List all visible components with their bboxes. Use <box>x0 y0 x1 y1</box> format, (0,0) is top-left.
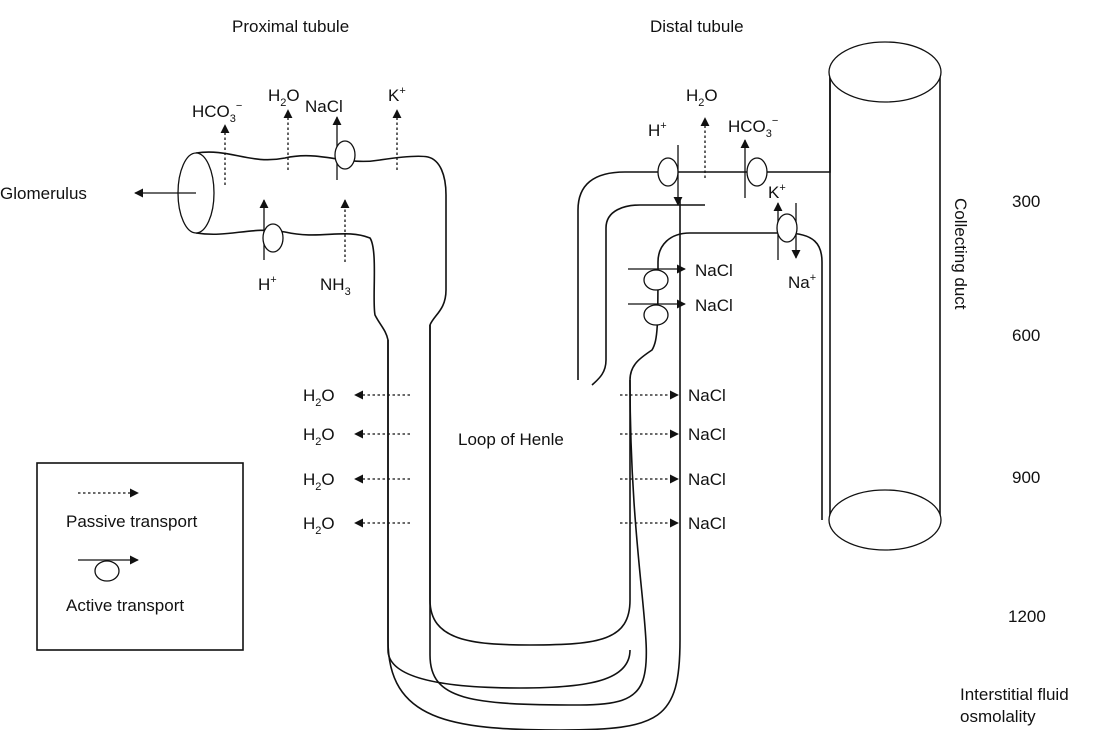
k-label-proximal: K+ <box>388 85 406 105</box>
legend-active-pump <box>95 561 119 581</box>
h-label-distal: H+ <box>648 120 667 140</box>
nacl-label-distal-1: NaCl <box>695 261 733 280</box>
ascending-nacl-group: NaCl NaCl NaCl NaCl <box>620 386 726 533</box>
h-label-proximal: H+ <box>258 274 277 294</box>
nacl-loop-label-2: NaCl <box>688 425 726 444</box>
descending-h2o-group: H2O H2O H2O H2O <box>303 386 410 537</box>
osmolality-title-line1: Interstitial fluid <box>960 685 1069 704</box>
collecting-duct-label: Collecting duct <box>951 198 970 310</box>
proximal-tubule-title: Proximal tubule <box>232 17 349 36</box>
na-label-distal: Na+ <box>788 272 816 292</box>
h2o-loop-label-2: H2O <box>303 425 335 448</box>
loop-inner-left <box>430 325 630 645</box>
nacl-pump-distal-2 <box>644 305 668 325</box>
nacl-loop-label-1: NaCl <box>688 386 726 405</box>
k-label-distal: K+ <box>768 182 786 202</box>
hco3-pump-distal <box>747 158 767 186</box>
osmolality-300: 300 <box>1012 192 1040 211</box>
nacl-label-distal-2: NaCl <box>695 296 733 315</box>
distal-lower-wall <box>592 205 705 385</box>
hco3-label-proximal: HCO3− <box>192 100 242 125</box>
glomerulus-label: Glomerulus <box>0 184 87 203</box>
distal-tubule-title: Distal tubule <box>650 17 744 36</box>
nephron-tube-outer <box>196 152 822 705</box>
collecting-duct-bottom <box>829 490 941 550</box>
h-pump-proximal <box>263 224 283 252</box>
nacl-label-proximal: NaCl <box>305 97 343 116</box>
nacl-loop-label-4: NaCl <box>688 514 726 533</box>
h2o-loop-label-3: H2O <box>303 470 335 493</box>
osmolality-900: 900 <box>1012 468 1040 487</box>
loop-of-henle-label: Loop of Henle <box>458 430 564 449</box>
nacl-loop-label-3: NaCl <box>688 470 726 489</box>
hco3-label-distal: HCO3− <box>728 115 778 140</box>
osmolality-600: 600 <box>1012 326 1040 345</box>
legend-passive-label: Passive transport <box>66 512 198 531</box>
nacl-pump-proximal <box>335 141 355 169</box>
h2o-label-distal: H2O <box>686 86 718 109</box>
na-k-pump-distal <box>777 214 797 242</box>
osmolality-1200: 1200 <box>1008 607 1046 626</box>
h2o-label-proximal: H2O <box>268 86 300 109</box>
nh3-label: NH3 <box>320 275 351 298</box>
loop-outer-bottom <box>388 340 630 688</box>
h-pump-distal <box>658 158 678 186</box>
nacl-pump-distal-1 <box>644 270 668 290</box>
legend-active-label: Active transport <box>66 596 184 615</box>
legend-box <box>37 463 243 650</box>
h2o-loop-label-1: H2O <box>303 386 335 409</box>
h2o-loop-label-4: H2O <box>303 514 335 537</box>
osmolality-title-line2: osmolality <box>960 707 1036 726</box>
collecting-duct-top <box>829 42 941 102</box>
